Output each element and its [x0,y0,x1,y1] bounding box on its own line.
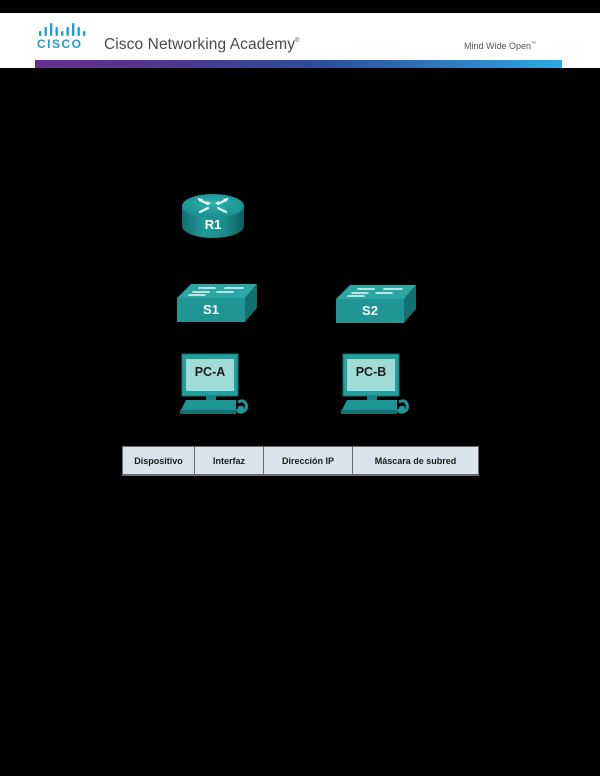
column-header-ip-address: Dirección IP [263,446,353,476]
pc-label: PC-A [194,365,226,379]
pc-b: PC-B [341,352,413,416]
router-icon [182,194,244,238]
pc-icon [341,353,409,414]
network-topology: R1 S1 [177,190,416,416]
academy-title: Cisco Networking Academy® [104,36,300,54]
pc-label: PC-B [355,365,387,379]
column-header-subnet-mask: Máscara de subred [352,446,479,476]
cisco-logo: CISCO [36,21,88,61]
switch-s2: S2 [336,283,416,325]
registered-mark: ® [295,38,300,44]
switch-label: S1 [203,302,219,317]
cisco-wordmark: CISCO [37,37,83,51]
column-header-interface: Interfaz [194,446,264,476]
switch-s1: S1 [177,282,257,324]
pc-icon [180,353,248,414]
router-r1: R1 [180,190,246,240]
switch-label: S2 [362,303,378,318]
switch-icon [177,284,257,322]
tagline-text: Mind Wide Open [463,41,531,51]
academy-title-text: Cisco Networking Academy [104,36,296,53]
router-label: R1 [204,217,222,232]
trademark: ™ [531,41,536,47]
brand-gradient-bar [35,60,562,68]
cisco-bridge-icon [39,23,86,36]
tagline: Mind Wide Open™ [464,41,536,51]
switch-icon [336,285,416,323]
column-header-device: Dispositivo [122,446,195,476]
pc-a: PC-A [180,352,252,416]
addressing-table: Dispositivo Interfaz Dirección IP Máscar… [122,446,479,476]
page-header: CISCO Cisco Networking Academy® Mind Wid… [0,13,600,68]
table-header-row: Dispositivo Interfaz Dirección IP Máscar… [122,446,479,476]
